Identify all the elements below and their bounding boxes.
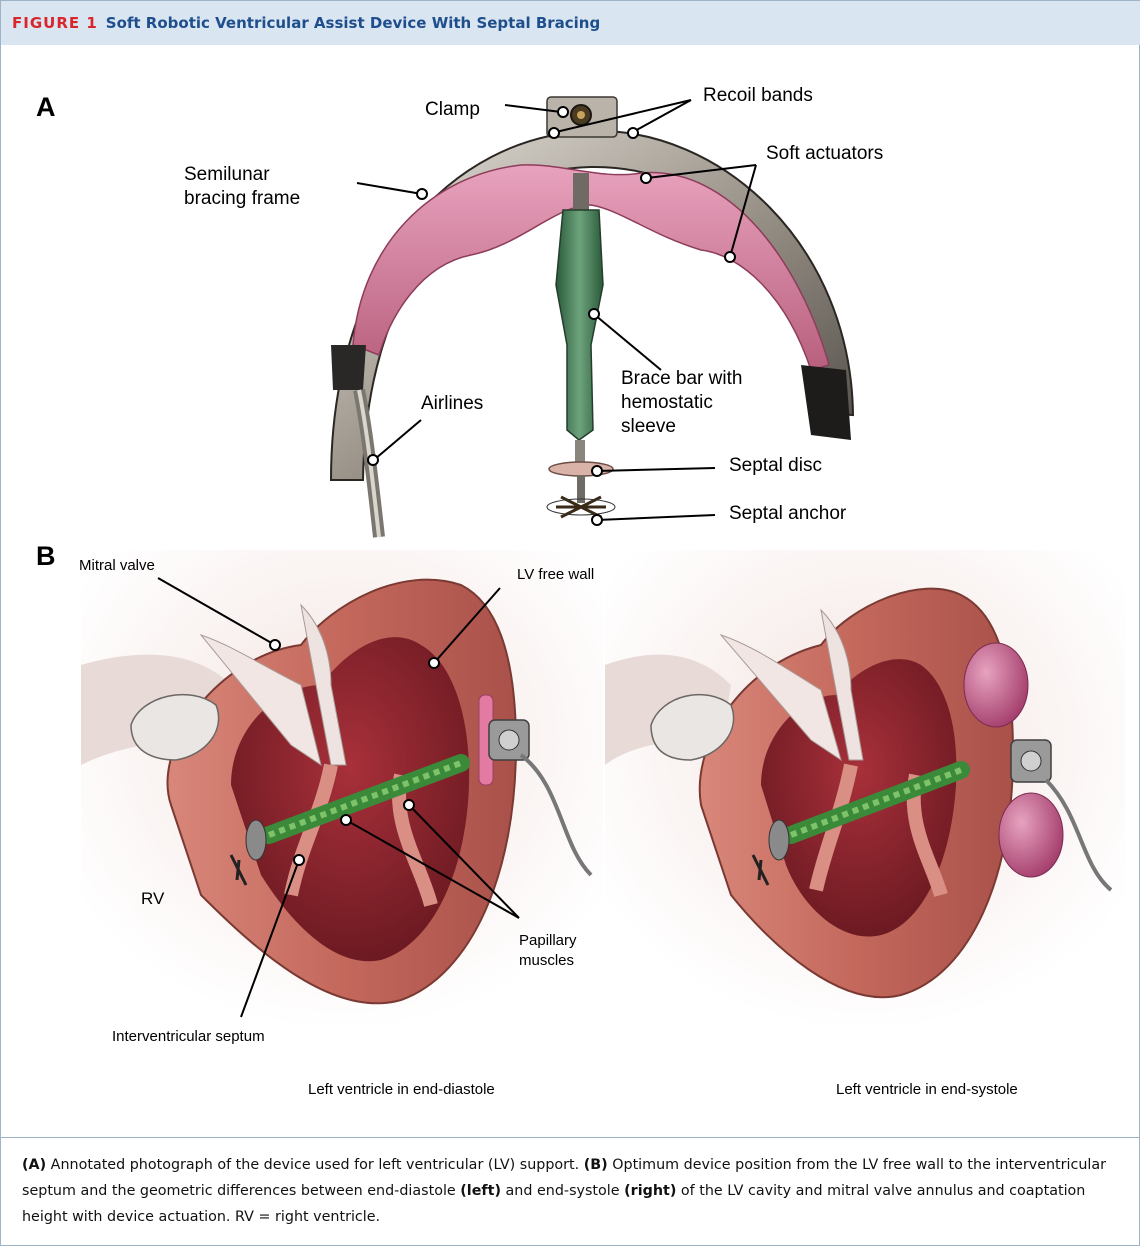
caption-left-tag: (left) <box>460 1183 501 1199</box>
label-mitral-valve: Mitral valve <box>79 557 155 574</box>
heart-end-systole <box>605 550 1125 1030</box>
label-rv: RV <box>141 889 165 908</box>
label-semilunar-1: Semilunar <box>184 164 270 185</box>
label-septal-disc: Septal disc <box>729 455 822 476</box>
figure-header: FIGURE 1 Soft Robotic Ventricular Assist… <box>1 1 1140 45</box>
recoil-band-marker-2 <box>628 128 638 138</box>
actuator-marker-1 <box>641 173 651 183</box>
label-clamp: Clamp <box>425 99 480 120</box>
caption-right-tag: (right) <box>624 1183 676 1199</box>
figure-caption: (A) Annotated photograph of the device u… <box>22 1152 1122 1230</box>
label-semilunar-2: bracing frame <box>184 188 300 209</box>
label-interventricular-septum: Interventricular septum <box>112 1028 265 1045</box>
septal-disc-marker <box>592 466 602 476</box>
label-papillary-1: Papillary <box>519 932 577 949</box>
brace-marker <box>589 309 599 319</box>
caption-mid-text: and end-systole <box>501 1183 624 1199</box>
figure-number: FIGURE 1 <box>12 14 98 32</box>
label-recoil-bands: Recoil bands <box>703 85 813 106</box>
septal-anchor-marker <box>592 515 602 525</box>
label-airlines: Airlines <box>421 393 483 414</box>
airlines-marker <box>368 455 378 465</box>
caption-a-text: Annotated photograph of the device used … <box>46 1157 584 1173</box>
label-end-diastole: Left ventricle in end-diastole <box>308 1081 495 1098</box>
septum-marker <box>294 855 304 865</box>
label-soft-actuators: Soft actuators <box>766 143 883 164</box>
label-lv-free-wall: LV free wall <box>517 566 594 583</box>
papillary-marker-2 <box>404 800 414 810</box>
caption-b-tag: (B) <box>584 1157 608 1173</box>
frame-marker <box>417 189 427 199</box>
figure-illustration: A <box>1 45 1140 1138</box>
label-brace-1: Brace bar with <box>621 368 742 389</box>
actuator-marker-2 <box>725 252 735 262</box>
recoil-band-marker-1 <box>549 128 559 138</box>
label-brace-3: sleeve <box>621 416 676 437</box>
label-brace-2: hemostatic <box>621 392 713 413</box>
clamp-marker <box>558 107 568 117</box>
label-septal-anchor: Septal anchor <box>729 503 847 524</box>
lv-free-wall-marker <box>429 658 439 668</box>
label-papillary-2: muscles <box>519 952 574 969</box>
figure-area: A <box>1 45 1140 1138</box>
panel-b-letter: B <box>36 541 56 571</box>
figure-title: Soft Robotic Ventricular Assist Device W… <box>106 14 600 32</box>
papillary-marker-1 <box>341 815 351 825</box>
mitral-valve-marker <box>270 640 280 650</box>
panel-a-letter: A <box>36 92 56 122</box>
label-end-systole: Left ventricle in end-systole <box>836 1081 1018 1098</box>
caption-a-tag: (A) <box>22 1157 46 1173</box>
